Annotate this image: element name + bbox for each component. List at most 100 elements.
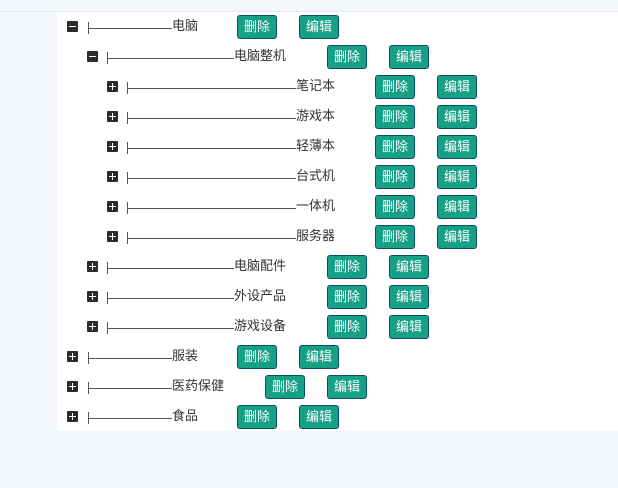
branch-line-horizontal — [108, 328, 234, 329]
branch-line-vertical — [127, 232, 128, 244]
branch-line-horizontal — [89, 418, 172, 419]
edit-button[interactable]: 编辑 — [437, 105, 478, 129]
branch-line — [127, 171, 296, 184]
delete-button[interactable]: 删除 — [375, 135, 416, 159]
edit-button[interactable]: 编辑 — [437, 225, 478, 249]
expand-icon[interactable] — [107, 111, 118, 122]
branch-line-vertical — [127, 142, 128, 154]
edit-button[interactable]: 编辑 — [299, 15, 340, 39]
tree-node-label: 轻薄本 — [296, 139, 336, 154]
edit-button[interactable]: 编辑 — [437, 165, 478, 189]
branch-line-horizontal — [89, 28, 172, 29]
delete-button[interactable]: 删除 — [327, 285, 368, 309]
tree-node: 电脑删除编辑 — [0, 12, 618, 42]
expand-icon[interactable] — [107, 171, 118, 182]
tree-node: 一体机 删除编辑 — [0, 192, 618, 222]
branch-line-horizontal — [128, 208, 296, 209]
edit-button[interactable]: 编辑 — [389, 45, 430, 69]
edit-button[interactable]: 编辑 — [327, 375, 368, 399]
expand-icon[interactable] — [87, 261, 98, 272]
tree-node-label: 食品 — [172, 409, 199, 424]
edit-button[interactable]: 编辑 — [299, 405, 340, 429]
branch-line-vertical — [127, 172, 128, 184]
expand-icon[interactable] — [107, 141, 118, 152]
branch-line-vertical — [88, 412, 89, 424]
tree-node: 游戏本 删除编辑 — [0, 102, 618, 132]
delete-button[interactable]: 删除 — [237, 405, 278, 429]
tree-node: 笔记本 删除编辑 — [0, 72, 618, 102]
tree-node: 电脑配件 删除编辑 — [0, 252, 618, 282]
branch-line-horizontal — [89, 358, 172, 359]
branch-line — [107, 291, 234, 304]
branch-line-horizontal — [108, 298, 234, 299]
tree-node: 食品 删除编辑 — [0, 402, 618, 432]
tree-node-label: 一体机 — [296, 199, 336, 214]
branch-line-horizontal — [128, 238, 296, 239]
tree-node-label: 笔记本 — [296, 79, 336, 94]
delete-button[interactable]: 删除 — [327, 255, 368, 279]
branch-line-horizontal — [128, 178, 296, 179]
tree-node: 服务器删除编辑 — [0, 222, 618, 252]
tree-node: 服装 删除编辑 — [0, 342, 618, 372]
branch-line-vertical — [107, 262, 108, 274]
edit-button[interactable]: 编辑 — [299, 345, 340, 369]
tree-node: 电脑整机 删除编辑 — [0, 42, 618, 72]
branch-line-horizontal — [128, 118, 296, 119]
branch-line — [127, 141, 296, 154]
tree-node: 轻薄本 删除编辑 — [0, 132, 618, 162]
expand-icon[interactable] — [67, 351, 78, 362]
edit-button[interactable]: 编辑 — [437, 195, 478, 219]
edit-button[interactable]: 编辑 — [437, 135, 478, 159]
tree-node-label: 电脑整机 — [234, 49, 287, 64]
tree-node: 台式机 删除编辑 — [0, 162, 618, 192]
branch-line-horizontal — [108, 268, 234, 269]
tree-node: 游戏设备 删除编辑 — [0, 312, 618, 342]
delete-button[interactable]: 删除 — [375, 225, 416, 249]
branch-line — [88, 21, 172, 34]
tree-node-label: 电脑配件 — [234, 259, 287, 274]
expand-icon[interactable] — [87, 321, 98, 332]
collapse-icon[interactable] — [67, 21, 78, 32]
delete-button[interactable]: 删除 — [265, 375, 306, 399]
delete-button[interactable]: 删除 — [375, 165, 416, 189]
branch-line — [127, 81, 296, 94]
delete-button[interactable]: 删除 — [375, 105, 416, 129]
delete-button[interactable]: 删除 — [237, 15, 278, 39]
collapse-icon[interactable] — [87, 51, 98, 62]
delete-button[interactable]: 删除 — [237, 345, 278, 369]
expand-icon[interactable] — [107, 231, 118, 242]
branch-line-horizontal — [108, 58, 234, 59]
branch-line-vertical — [127, 82, 128, 94]
delete-button[interactable]: 删除 — [375, 195, 416, 219]
branch-line-vertical — [88, 22, 89, 34]
expand-icon[interactable] — [107, 201, 118, 212]
top-divider — [0, 11, 618, 12]
branch-line-vertical — [127, 202, 128, 214]
branch-line-vertical — [88, 352, 89, 364]
expand-icon[interactable] — [67, 411, 78, 422]
edit-button[interactable]: 编辑 — [437, 75, 478, 99]
expand-icon[interactable] — [107, 81, 118, 92]
delete-button[interactable]: 删除 — [375, 75, 416, 99]
edit-button[interactable]: 编辑 — [389, 255, 430, 279]
branch-line — [127, 111, 296, 124]
branch-line — [127, 201, 296, 214]
delete-button[interactable]: 删除 — [327, 315, 368, 339]
branch-line-vertical — [88, 382, 89, 394]
delete-button[interactable]: 删除 — [327, 45, 368, 69]
tree-node-label: 游戏设备 — [234, 319, 287, 334]
expand-icon[interactable] — [67, 381, 78, 392]
edit-button[interactable]: 编辑 — [389, 285, 430, 309]
tree-node-label: 游戏本 — [296, 109, 336, 124]
branch-line-vertical — [127, 112, 128, 124]
branch-line-vertical — [107, 52, 108, 64]
tree-node-label: 台式机 — [296, 169, 336, 184]
edit-button[interactable]: 编辑 — [389, 315, 430, 339]
branch-line — [107, 261, 234, 274]
branch-line — [107, 51, 234, 64]
tree-node-label: 外设产品 — [234, 289, 287, 304]
branch-line-horizontal — [89, 388, 172, 389]
branch-line-horizontal — [128, 88, 296, 89]
tree-node-label: 服装 — [172, 349, 199, 364]
expand-icon[interactable] — [87, 291, 98, 302]
